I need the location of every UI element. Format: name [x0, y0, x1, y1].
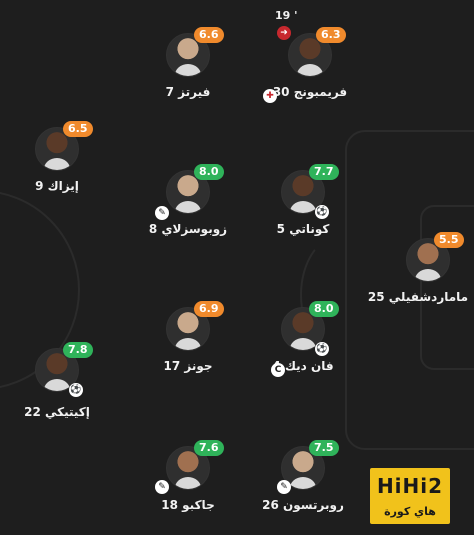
rating-badge: 7.5 [309, 440, 339, 456]
rating-badge: 8.0 [309, 301, 339, 317]
player-ekitike[interactable]: 7.8 ⚽ إكيتيكي 22 [0, 342, 117, 426]
player-name: فيرتز 7 [165, 85, 211, 99]
goal-area [420, 205, 474, 370]
ball-goal-icon: ⚽ [315, 342, 329, 356]
rating-badge: 6.3 [316, 27, 346, 43]
player-name: جاكبو 18 [161, 498, 215, 512]
substitution-off-icon: ➜ [277, 26, 291, 40]
boot-assist-icon: ✎ [155, 480, 169, 494]
player-mamardashvili[interactable]: 5.5 ماماردشفيلي 25 [368, 232, 474, 316]
player-gakpo[interactable]: 7.6 ✎ جاكبو 18 [128, 440, 248, 524]
boot-assist-icon: ✎ [155, 206, 169, 220]
player-wirtz[interactable]: 6.6 فيرتز 7 [128, 27, 248, 111]
player-name: زوبوسزلاي 8 [148, 222, 228, 236]
logo-text: HiHi2 [376, 474, 444, 498]
ball-goal-icon: ⚽ [69, 383, 83, 397]
player-jones[interactable]: 6.9 جونز 17 [128, 301, 248, 385]
player-name: روبرتسون 26 [262, 498, 344, 512]
injury-cross-icon: ✚ [263, 89, 277, 103]
rating-badge: 5.5 [434, 232, 464, 248]
ball-goal-icon: ⚽ [315, 205, 329, 219]
hihi2-logo: HiHi2 هاي كورة [370, 468, 450, 524]
player-robertson[interactable]: 7.5 ✎ روبرتسون 26 [243, 440, 363, 524]
player-photo [288, 33, 332, 77]
logo-subtext: هاي كورة [384, 505, 436, 518]
captain-badge: C [271, 363, 285, 377]
rating-badge: 8.0 [194, 164, 224, 180]
player-name: جونز 17 [163, 359, 213, 373]
rating-badge: 6.5 [63, 121, 93, 137]
boot-assist-icon: ✎ [277, 480, 291, 494]
player-name: فريمبونج 30 [272, 85, 348, 99]
rating-badge: 6.9 [194, 301, 224, 317]
player-vandijk[interactable]: 8.0 ⚽ فان ديك 4 C [243, 301, 363, 385]
player-name: فان ديك 4 [272, 359, 334, 373]
penalty-arc [300, 235, 380, 355]
player-name: إكيتيكي 22 [24, 405, 90, 419]
player-isak[interactable]: 6.5 إيزاك 9 [0, 121, 117, 205]
substitution-minute: 19 ' [275, 9, 298, 22]
player-name: ماماردشفيلي 25 [367, 290, 469, 304]
player-name: كوناتي 5 [276, 222, 330, 236]
player-name: إيزاك 9 [35, 179, 79, 193]
rating-badge: 7.7 [309, 164, 339, 180]
player-konate[interactable]: 7.7 ⚽ كوناتي 5 [243, 164, 363, 248]
player-szoboszlai[interactable]: 8.0 ✎ زوبوسزلاي 8 [128, 164, 248, 248]
rating-badge: 6.6 [194, 27, 224, 43]
player-photo [35, 127, 79, 171]
rating-badge: 7.8 [63, 342, 93, 358]
player-frimpong[interactable]: 6.3 19 ' ➜ فريمبونج 30 ✚ [250, 9, 370, 111]
rating-badge: 7.6 [194, 440, 224, 456]
